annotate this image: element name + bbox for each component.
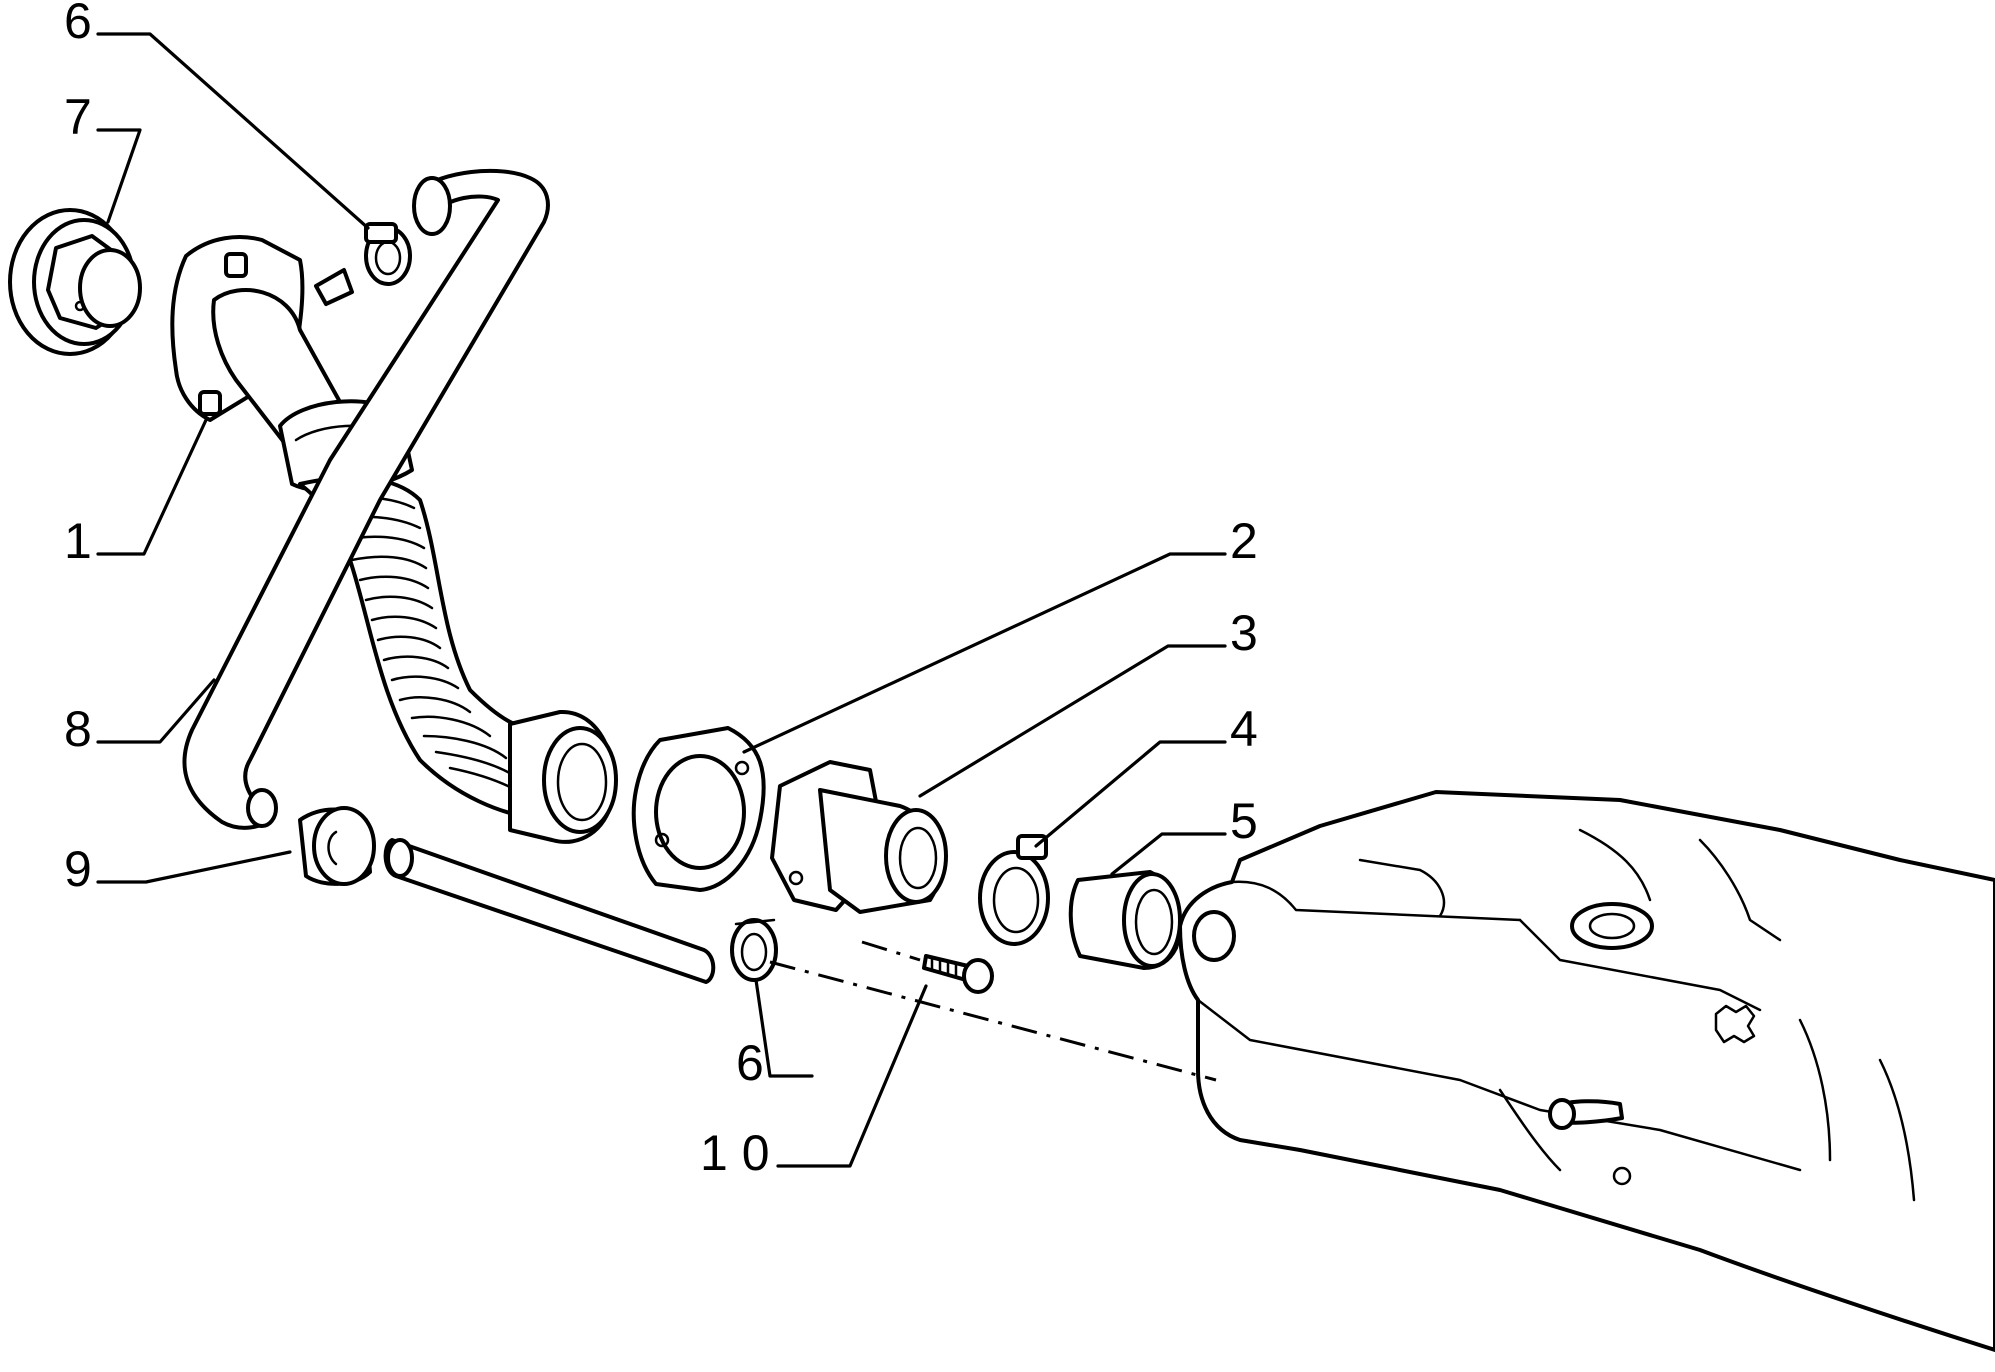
part-3-filler-housing — [770, 760, 948, 914]
part-2-gasket — [631, 726, 766, 892]
callout-4: 4 — [1230, 701, 1258, 757]
callout-9: 9 — [64, 841, 92, 897]
callout-7: 7 — [64, 89, 92, 145]
fuel-tank — [1178, 790, 1995, 1352]
part-9-grommet — [298, 806, 376, 886]
part-5-sleeve — [1068, 870, 1182, 970]
part-8-vent-hose — [182, 168, 550, 830]
straight-vent-tube — [383, 838, 716, 984]
part-6-bottom-clamp — [730, 918, 778, 982]
callout-6-bottom: 6 — [736, 1035, 764, 1091]
corrugated-hose — [298, 475, 618, 844]
callout-1: 1 — [64, 513, 92, 569]
callout-5: 5 — [1230, 793, 1258, 849]
part-10-screw — [922, 954, 994, 994]
leader-lines — [96, 32, 1227, 1168]
part-6-top-clamp — [364, 222, 412, 286]
assembly-axis-2 — [861, 940, 921, 962]
part-7-filler-cap — [8, 208, 142, 356]
callout-3: 3 — [1230, 605, 1258, 661]
part-4-hose-clamp — [978, 834, 1050, 946]
callout-10: 1 0 — [700, 1125, 770, 1181]
callout-6-top: 6 — [64, 0, 92, 49]
callout-2: 2 — [1230, 513, 1258, 569]
callout-8: 8 — [64, 701, 92, 757]
